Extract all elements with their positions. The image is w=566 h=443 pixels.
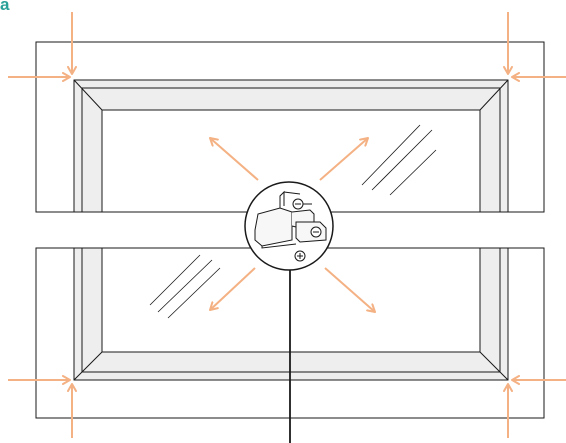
bottom-frame-bevel <box>73 248 509 381</box>
detail-callout <box>244 181 334 271</box>
outward-arrow-down-left <box>209 267 256 311</box>
outward-arrow <box>209 137 376 313</box>
glass-reflection-icon <box>149 124 437 319</box>
corner-press-arrow <box>8 12 566 438</box>
outward-arrow-up-right <box>319 137 369 181</box>
figure-label: a <box>0 0 10 14</box>
outward-arrow-up-left <box>209 137 259 181</box>
outward-arrow-down-right <box>324 267 376 313</box>
top-frame-bevel <box>73 79 509 212</box>
screw-icon <box>292 198 322 262</box>
